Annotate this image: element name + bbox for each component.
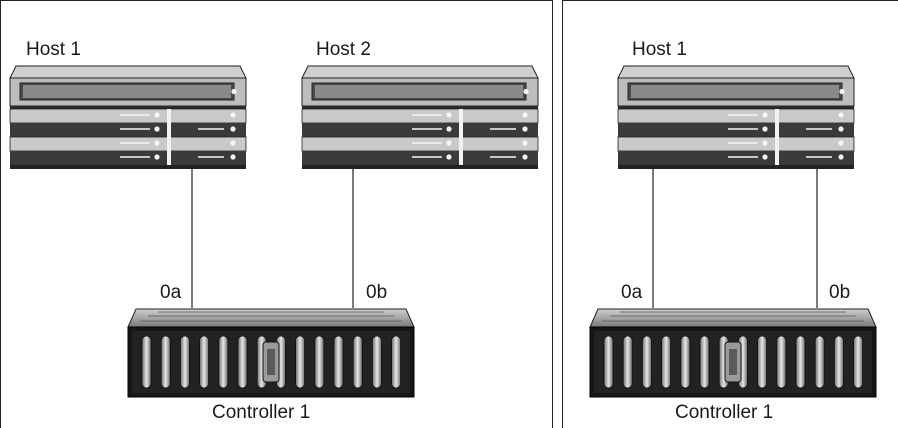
controller-status-light [729,349,737,375]
host-1-label-right: Host 1 [632,39,687,60]
drive-bay [699,335,710,389]
host-1-server [9,65,247,170]
drive-bay [661,335,671,389]
port-0a-label: 0a [160,282,182,303]
drive-bay [218,335,229,389]
drive-bay [603,335,614,389]
drive-bay [314,335,325,389]
drive-bay [795,335,806,389]
drive-bay [834,335,844,389]
drive-bay [179,335,190,389]
drive-bay [160,335,171,389]
host-1-label: Host 1 [26,39,81,60]
drive-bay [295,335,306,389]
drive-bay [333,335,344,389]
drive-bay [757,335,767,389]
controller-1-label: Controller 1 [212,402,311,423]
drive-bay [199,335,210,389]
drive-bay [141,335,152,389]
port-0a-label-right: 0a [621,282,643,303]
drive-bay [642,335,652,389]
controller-status-light [267,349,275,375]
drive-bay [371,335,382,389]
controller-drive-bays-left [141,335,402,389]
drive-bay [352,335,363,389]
host-2-label: Host 2 [316,39,371,60]
drive-bay [391,335,402,389]
drive-bay [622,335,633,389]
host-2-server [301,65,539,170]
drive-bay [853,335,863,389]
controller-drive-bays-right [603,335,863,389]
drive-bay [237,335,248,389]
port-0b-label: 0b [366,282,388,303]
host-1-server-right [617,65,855,170]
drive-bay [680,335,691,389]
controller-1-label-right: Controller 1 [675,402,774,423]
port-0b-label-right: 0b [829,282,851,303]
drive-bay [814,335,825,389]
drive-bay [776,335,787,389]
